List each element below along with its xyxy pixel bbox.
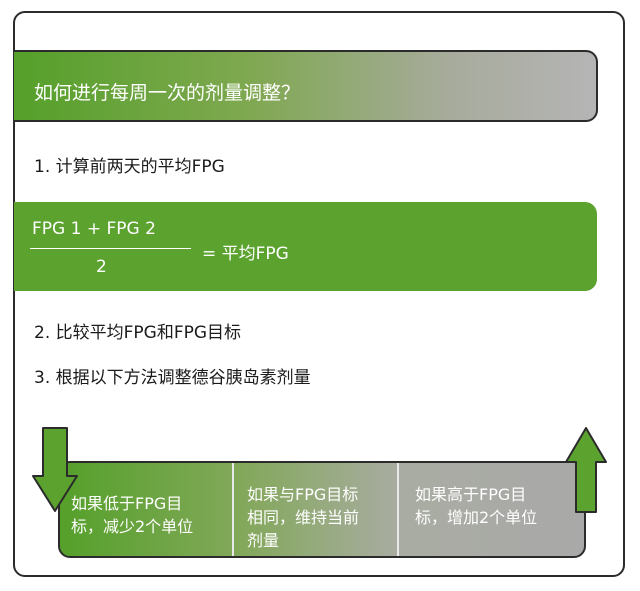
adjust-decrease-cell: 如果低于FPG目 标，减少2个单位 [60,463,232,556]
formula-panel: FPG 1 + FPG 2 2 = 平均FPG [14,202,597,291]
adjust-maintain-cell: 如果与FPG目标 相同，维持当前 剂量 [232,463,397,556]
step-1-text: 1. 计算前两天的平均FPG [34,157,225,177]
arrow-up-icon [565,427,607,513]
adjust-increase-cell: 如果高于FPG目 标，增加2个单位 [397,463,584,556]
adjust-decrease-line2: 标，减少2个单位 [71,517,194,536]
formula-numerator: FPG 1 + FPG 2 [32,219,156,239]
header-banner: 如何进行每周一次的剂量调整？ [14,50,598,122]
adjust-increase-line2: 标，增加2个单位 [415,508,538,527]
adjust-decrease-line1: 如果低于FPG目 [71,494,183,513]
step-2-text: 2. 比较平均FPG和FPG目标 [34,323,242,343]
header-title: 如何进行每周一次的剂量调整？ [34,82,301,104]
adjust-increase-line1: 如果高于FPG目 [415,485,527,504]
formula-result: = 平均FPG [202,244,289,264]
adjust-maintain-line3: 剂量 [247,531,280,550]
step-3-text: 3. 根据以下方法调整德谷胰岛素剂量 [34,368,311,388]
adjust-maintain-line1: 如果与FPG目标 [247,485,359,504]
fraction-line [30,248,191,249]
formula-denominator: 2 [96,257,107,277]
adjustment-bar: 如果低于FPG目 标，减少2个单位 如果与FPG目标 相同，维持当前 剂量 如果… [58,461,586,558]
adjust-maintain-line2: 相同，维持当前 [247,508,360,527]
arrow-down-icon [32,427,78,512]
